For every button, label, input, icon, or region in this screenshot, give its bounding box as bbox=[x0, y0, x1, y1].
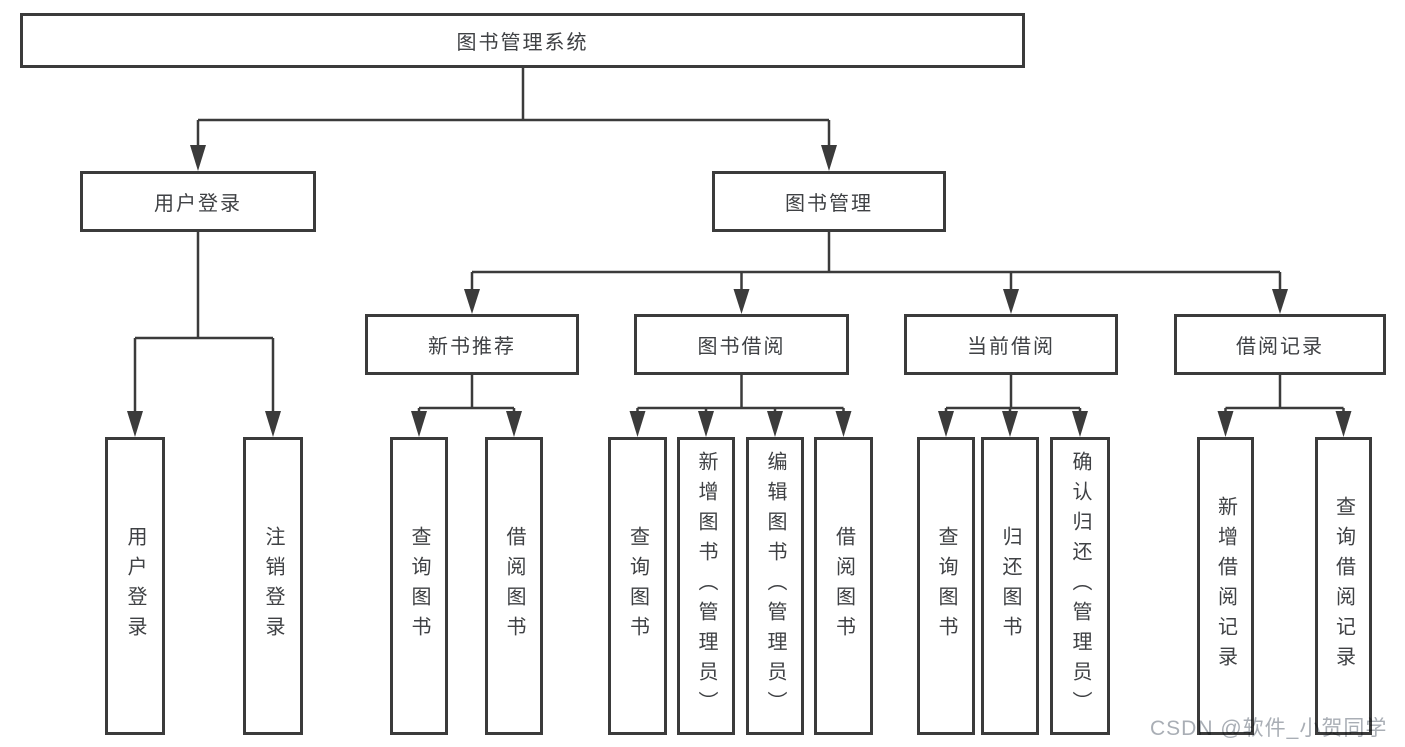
leaf-query-books-current-label: 查询图书 bbox=[935, 526, 957, 646]
arrowhead-leaf-query-borrow-record bbox=[1335, 411, 1352, 437]
arrowhead-user-login bbox=[190, 145, 206, 171]
node-user-login-label: 用户登录 bbox=[154, 193, 242, 215]
node-current-borrowing: 当前借阅 bbox=[904, 314, 1118, 375]
leaf-borrow-books-recommend-label: 借阅图书 bbox=[503, 526, 525, 646]
arrowhead-leaf-query-books-borrowing bbox=[629, 411, 646, 437]
leaf-add-borrow-record: 新增借阅记录 bbox=[1197, 437, 1254, 735]
leaf-query-borrow-record: 查询借阅记录 bbox=[1315, 437, 1372, 735]
arrowhead-book-borrowing bbox=[733, 289, 750, 314]
leaf-add-books-admin-label: 新增图书（管理员） bbox=[695, 451, 717, 721]
arrowhead-leaf-return-books bbox=[1002, 411, 1018, 437]
leaf-edit-books-admin-label: 编辑图书（管理员） bbox=[764, 451, 786, 721]
arrowhead-leaf-borrow-books-recommend bbox=[506, 411, 522, 437]
arrowhead-leaf-confirm-return-admin bbox=[1072, 411, 1088, 437]
arrowhead-leaf-user-login bbox=[127, 411, 143, 437]
leaf-borrow-books-recommend: 借阅图书 bbox=[485, 437, 543, 735]
leaf-logout: 注销登录 bbox=[243, 437, 303, 735]
arrowhead-leaf-add-borrow-record bbox=[1217, 411, 1234, 437]
node-current-borrowing-label: 当前借阅 bbox=[967, 336, 1055, 358]
arrowhead-book-management bbox=[821, 145, 837, 171]
arrowhead-leaf-logout bbox=[265, 411, 281, 437]
leaf-return-books: 归还图书 bbox=[981, 437, 1039, 735]
leaf-edit-books-admin: 编辑图书（管理员） bbox=[746, 437, 804, 735]
node-new-book-recommend-label: 新书推荐 bbox=[428, 336, 516, 358]
leaf-user-login-label: 用户登录 bbox=[124, 526, 146, 646]
leaf-add-books-admin: 新增图书（管理员） bbox=[677, 437, 735, 735]
leaf-query-books-recommend: 查询图书 bbox=[390, 437, 448, 735]
leaf-user-login: 用户登录 bbox=[105, 437, 165, 735]
connector-borrowing-records-to-leaves bbox=[1224, 375, 1345, 416]
node-borrowing-records-label: 借阅记录 bbox=[1236, 336, 1324, 358]
leaf-query-books-borrowing-label: 查询图书 bbox=[626, 526, 649, 646]
csdn-watermark: CSDN @软件_小贺同学 bbox=[1150, 717, 1388, 740]
node-book-borrowing-label: 图书借阅 bbox=[697, 336, 786, 358]
leaf-confirm-return-admin-label: 确认归还（管理员） bbox=[1069, 451, 1091, 721]
leaf-query-books-borrowing: 查询图书 bbox=[608, 437, 667, 735]
leaf-return-books-label: 归还图书 bbox=[999, 526, 1021, 646]
connector-root-to-level2 bbox=[196, 68, 831, 150]
leaf-add-borrow-record-label: 新增借阅记录 bbox=[1214, 496, 1237, 676]
connector-new-book-recommend-to-leaves bbox=[417, 375, 516, 416]
node-root-label: 图书管理系统 bbox=[456, 32, 589, 54]
leaf-confirm-return-admin: 确认归还（管理员） bbox=[1050, 437, 1110, 735]
arrowhead-leaf-edit-books-admin bbox=[767, 411, 783, 437]
connector-user-login-to-leaves bbox=[133, 232, 275, 416]
leaf-logout-label: 注销登录 bbox=[262, 526, 284, 646]
arrowhead-leaf-add-books-admin bbox=[698, 411, 714, 437]
node-new-book-recommend: 新书推荐 bbox=[365, 314, 579, 375]
arrowhead-leaf-query-books-recommend bbox=[411, 411, 427, 437]
connector-current-borrowing-to-leaves bbox=[944, 375, 1082, 416]
connector-book-borrowing-to-leaves bbox=[636, 375, 845, 416]
leaf-borrow-books-borrowing-label: 借阅图书 bbox=[832, 526, 855, 646]
arrowhead-current-borrowing bbox=[1003, 289, 1019, 314]
leaf-query-books-recommend-label: 查询图书 bbox=[408, 526, 430, 646]
arrowhead-leaf-borrow-books-borrowing bbox=[835, 411, 852, 437]
arrowhead-borrowing-records bbox=[1272, 289, 1288, 314]
leaf-query-borrow-record-label: 查询借阅记录 bbox=[1332, 496, 1355, 676]
leaf-query-books-current: 查询图书 bbox=[917, 437, 975, 735]
node-borrowing-records: 借阅记录 bbox=[1174, 314, 1386, 375]
node-book-management-label: 图书管理 bbox=[785, 193, 873, 215]
node-book-borrowing: 图书借阅 bbox=[634, 314, 849, 375]
arrowhead-leaf-query-books-current bbox=[938, 411, 954, 437]
arrowhead-new-book-recommend bbox=[464, 289, 480, 314]
node-book-management: 图书管理 bbox=[712, 171, 946, 232]
node-root: 图书管理系统 bbox=[20, 13, 1025, 68]
leaf-borrow-books-borrowing: 借阅图书 bbox=[814, 437, 873, 735]
connector-book-management-to-level3 bbox=[470, 232, 1282, 294]
node-user-login: 用户登录 bbox=[80, 171, 316, 232]
